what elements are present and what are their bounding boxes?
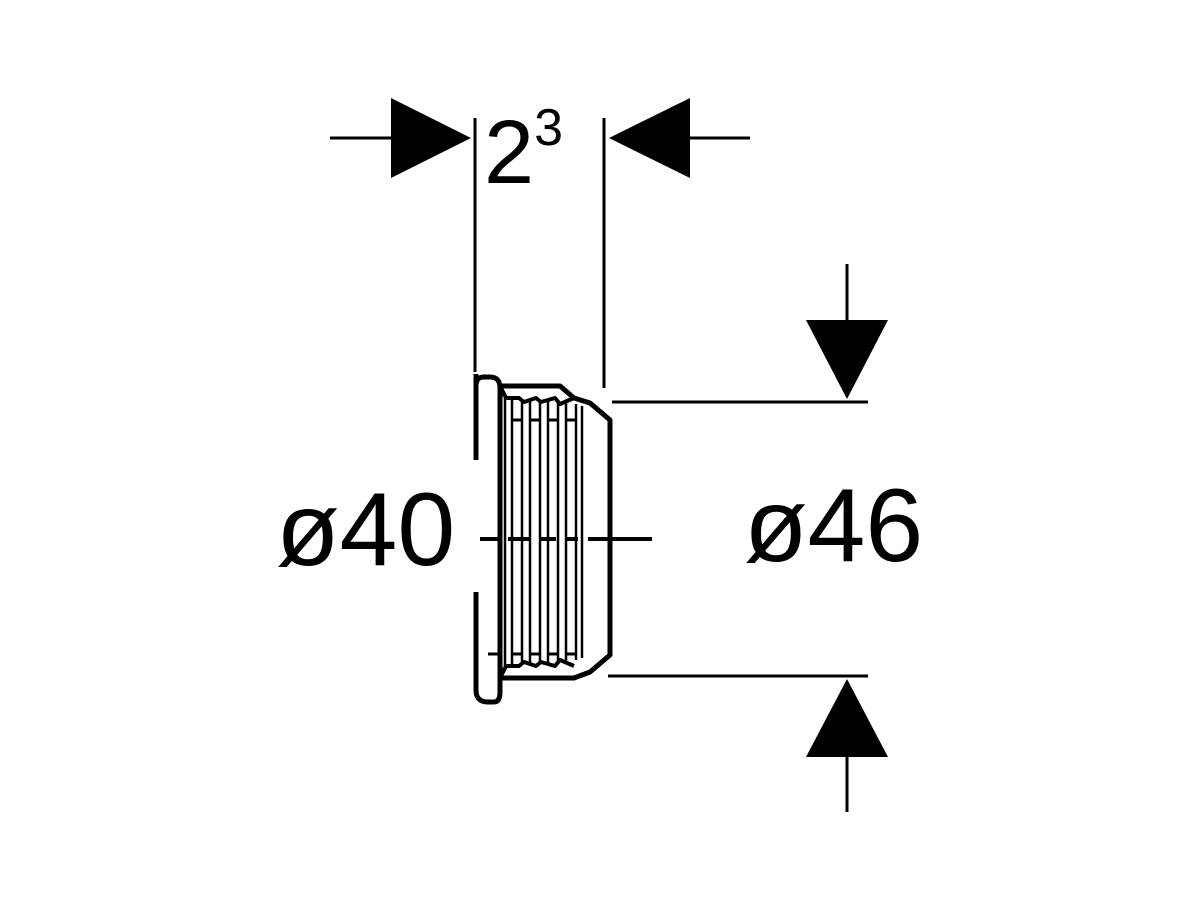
width-arrow-left (391, 98, 471, 178)
inner-diameter-label: ø40 (276, 472, 456, 588)
outer-diameter-label: ø46 (744, 468, 924, 584)
diameter-arrow-top (806, 320, 888, 399)
sleeve-outline (500, 383, 613, 681)
flange-outline (473, 374, 503, 705)
width-dimension-label: 23 (484, 102, 563, 198)
diameter-arrow-bottom (806, 679, 888, 757)
width-arrow-right (609, 98, 690, 178)
width-value: 2 (484, 103, 535, 203)
width-superscript: 3 (534, 99, 563, 157)
